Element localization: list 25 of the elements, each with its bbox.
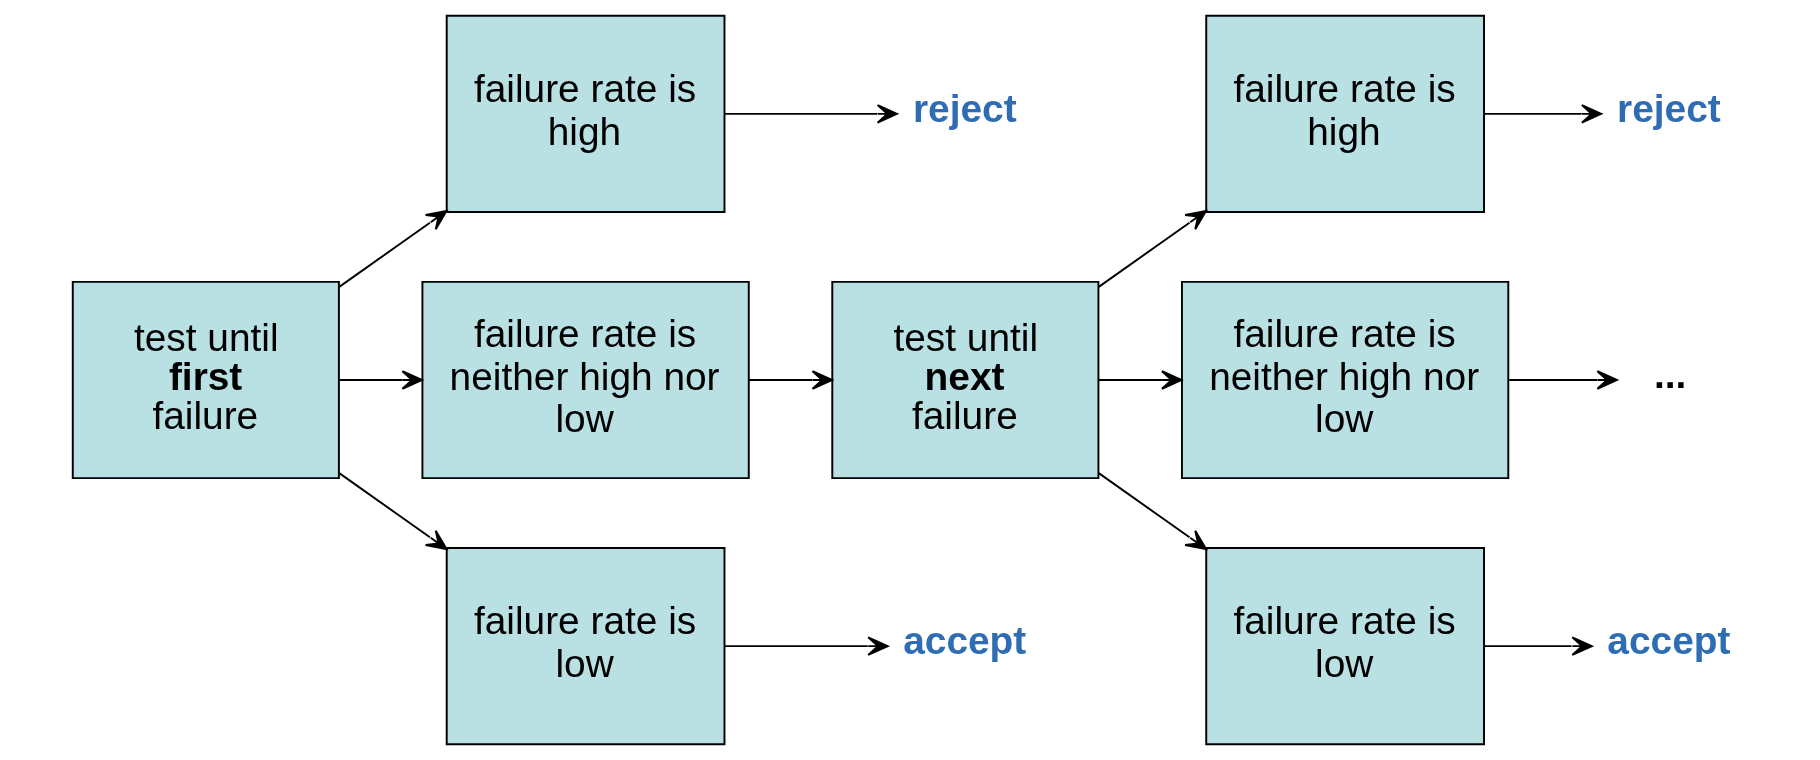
node-text: reject xyxy=(1617,86,1721,130)
arrow xyxy=(338,370,423,390)
node-box: test until next failure xyxy=(831,280,1100,480)
node-box: failure rate is neither high nor low xyxy=(1181,280,1510,480)
arrow xyxy=(723,104,898,124)
arrow xyxy=(1483,636,1593,656)
arrow xyxy=(748,370,833,390)
node-box: failure rate is low xyxy=(1205,547,1485,746)
node-box: failure rate is high xyxy=(445,14,726,213)
node-box: failure rate is neither high nor low xyxy=(421,280,750,480)
arrow xyxy=(1097,472,1208,550)
node-text: reject xyxy=(912,86,1017,130)
arrow xyxy=(723,636,889,656)
node-text: ... xyxy=(1653,352,1687,396)
node-box: test until first failure xyxy=(71,280,340,480)
arrow xyxy=(1508,370,1618,390)
node-text: accept xyxy=(903,618,1027,662)
arrow xyxy=(338,472,448,550)
node-text: accept xyxy=(1607,618,1731,662)
arrow xyxy=(1097,370,1183,390)
arrow xyxy=(1483,104,1603,124)
node-box: failure rate is high xyxy=(1205,14,1485,213)
arrow xyxy=(1097,210,1208,288)
arrow xyxy=(338,210,448,288)
node-box: failure rate is low xyxy=(445,547,726,746)
